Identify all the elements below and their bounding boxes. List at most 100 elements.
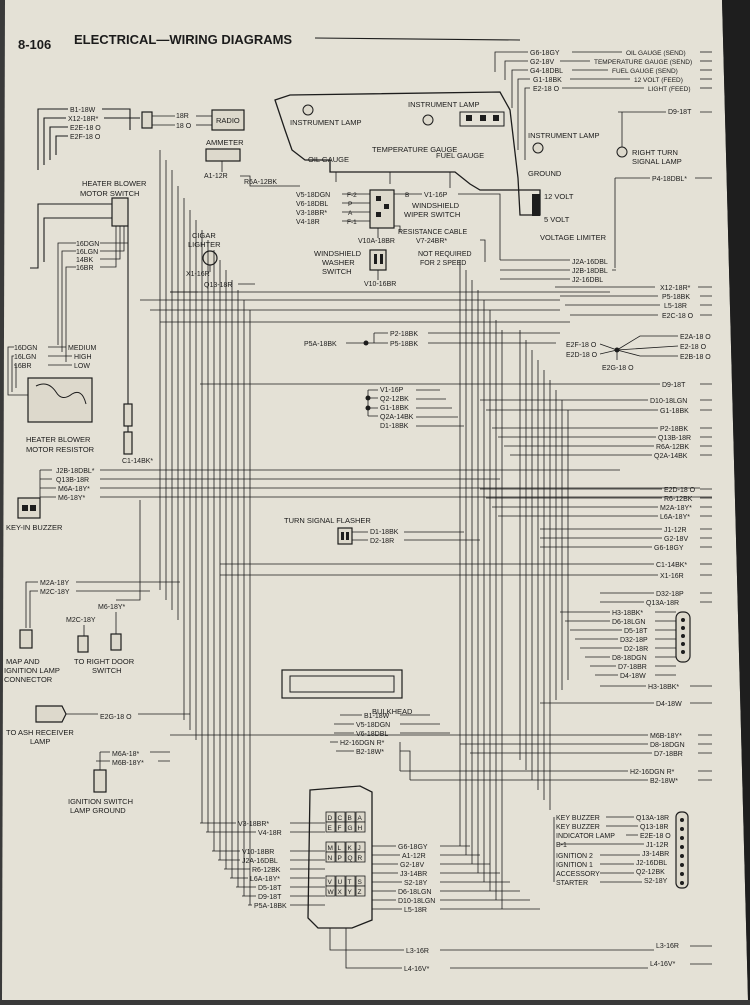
ign-pin-letter: N xyxy=(328,855,333,862)
ignition-switch: KEY BUZZER KEY BUZZER INDICATOR LAMP B-1… xyxy=(553,811,689,889)
ign-pin-letter: Q xyxy=(348,855,353,862)
cluster-lamp-top: INSTRUMENT LAMP xyxy=(408,100,480,109)
temp-gauge-label: TEMPERATURE GAUGE xyxy=(372,145,457,154)
resistor-label-1: HEATER BLOWER xyxy=(26,435,91,444)
radio-box xyxy=(211,109,245,131)
wiper-term-b: B xyxy=(405,192,409,199)
wire-16lgn: 16LGN xyxy=(76,249,98,256)
is-label-1: KEY BUZZER xyxy=(556,824,600,831)
ign-pin-letter: C xyxy=(338,815,343,822)
bottom-right-l3: L3-16R xyxy=(656,943,679,950)
il-j2a: J2A-16DBL xyxy=(242,858,278,865)
rl-d7: D7-18BR xyxy=(654,751,683,758)
is-wire-5: J2-16DBL xyxy=(636,860,667,867)
cluster-lamp-left: INSTRUMENT LAMP xyxy=(290,118,362,127)
map-lamp: M2A-18Y M2C-18Y M2C-18Y MAP AND IGNITION… xyxy=(4,580,180,684)
wiper-label-1: WINDSHIELD xyxy=(412,201,460,210)
washer-label-3: SWITCH xyxy=(322,267,352,276)
turn-flasher-label: TURN SIGNAL FLASHER xyxy=(284,516,371,525)
ign-pin-letter: M xyxy=(328,845,333,852)
ign-pin-cell xyxy=(335,885,346,897)
flasher-wire-d2: D2-18R xyxy=(370,538,394,545)
door-wire-m6: M6-18Y* xyxy=(98,604,126,611)
resistor-label-2: MOTOR RESISTOR xyxy=(26,445,95,454)
volt12-label: 12 VOLT xyxy=(544,192,574,201)
radio-wire-18o: 18 O xyxy=(176,123,192,130)
ignition-lamp-ground: M6A-18* M6B-18Y* IGNITION SWITCH LAMP GR… xyxy=(68,751,170,815)
wire-g4: G4-18DBL xyxy=(530,68,563,75)
ign-lamp-label-2: LAMP GROUND xyxy=(70,806,126,815)
cigar-label-2: LIGHTER xyxy=(188,240,221,249)
rl-b2: B2-18W* xyxy=(650,778,678,785)
wire-x1-b: X1-16R xyxy=(660,573,684,580)
oil-gauge-label: OIL GAUGE xyxy=(308,155,349,164)
ign-pin-letter: G xyxy=(348,825,353,832)
rc-d4: D4-18W xyxy=(620,673,646,680)
right-list-a: D9-18T D10-18LGN G1-18BK P2-18BK Q13B-18… xyxy=(200,382,712,460)
wire-v1-g: V1-16P xyxy=(380,387,404,394)
is-wire-6: Q2-12BK xyxy=(636,869,665,876)
washer-switch: WINDSHIELD WASHER SWITCH V10-16BR xyxy=(314,249,396,288)
ign-pin-cell xyxy=(355,821,366,833)
il-l6a: L6A-18Y* xyxy=(250,876,280,883)
wire-x12-right: X12-18R* xyxy=(660,285,691,292)
ign-pin-cell xyxy=(335,851,346,863)
is-wire-0: Q13A-18R xyxy=(636,815,669,822)
ign-pin-letter: E xyxy=(328,825,333,832)
is-label-6: ACCESSORY xyxy=(556,871,600,878)
wire-e2: E2-18 O xyxy=(533,86,560,93)
left-mid-wires: J2B-18DBL* Q13B-18R M6A-18Y* M6-18Y* KEY… xyxy=(6,468,712,532)
wire-e2: E2-18 O xyxy=(680,344,707,351)
wire-j2b-left: J2B-18DBL* xyxy=(56,468,95,475)
ign-right-wires: G6-18GY A1-12R G2-18V J3-14BR S2-18Y D6-… xyxy=(372,844,540,914)
it-v5: V5-18DGN xyxy=(356,722,390,729)
wire-16dgn: 16DGN xyxy=(76,241,99,248)
ign-pin-cell xyxy=(325,885,336,897)
fuse-upper xyxy=(123,403,133,427)
wire-d10-mid: D10-18LGN xyxy=(650,398,687,405)
is-label-4: IGNITION 2 xyxy=(556,853,593,860)
map-lamp-label-2: IGNITION LAMP xyxy=(4,666,60,675)
wire-q13: Q13-18R xyxy=(204,282,232,289)
wiper-term-a: A xyxy=(348,210,353,217)
ign-pin-letter: X xyxy=(338,889,343,896)
wire-14bk: 14BK xyxy=(76,257,93,264)
ir-g2: G2-18V xyxy=(400,862,424,869)
wire-g6-b: G6-18GY xyxy=(654,545,684,552)
ash-label-2: LAMP xyxy=(30,737,50,746)
cigar-lighter: CIGAR LIGHTER X1-16R Q13-18R xyxy=(170,231,255,293)
ign-pin-letter: T xyxy=(348,879,352,886)
cluster-lamp-right: INSTRUMENT LAMP xyxy=(528,131,600,140)
fuel-gauge-label: FUEL GAUGE xyxy=(436,151,484,160)
wire-q2a-g: Q2A-14BK xyxy=(380,414,414,421)
ir-g6: G6-18GY xyxy=(398,844,428,851)
wire-p5a: P5A-18BK xyxy=(304,341,337,348)
res-wire-16dgn: 16DGN xyxy=(14,345,37,352)
ir-j3: J3-14BR xyxy=(400,871,427,878)
ign-pin-letter: R xyxy=(358,855,363,862)
ir-a1: A1-12R xyxy=(402,853,426,860)
is-label-2: INDICATOR LAMP xyxy=(556,833,615,840)
washer-label-1: WINDSHIELD xyxy=(314,249,362,258)
right-turn-label-2: SIGNAL LAMP xyxy=(632,157,682,166)
il-r6: R6-12BK xyxy=(252,867,281,874)
ign-pin-letter: V xyxy=(328,879,333,886)
wire-p4: P4-18DBL* xyxy=(652,176,687,183)
wire-x1: X1-16R xyxy=(186,271,210,278)
ign-pin-letter: A xyxy=(358,815,363,822)
left-top-wires: B1-18W X12-18R* E2E-18 O E2F-18 O 18R 18… xyxy=(37,107,245,170)
wire-g2: G2-18V xyxy=(530,59,554,66)
rl-m6b: M6B-18Y* xyxy=(650,733,682,740)
right-mid-wires: J2A-16DBL J2B-18DBL J2-16DBL X12-18R* P5… xyxy=(500,259,712,320)
ign-lamp-wire-m6a: M6A-18* xyxy=(112,751,140,758)
ign-pin-cell xyxy=(345,821,356,833)
speed-low: LOW xyxy=(74,363,90,370)
radio-connector xyxy=(141,111,153,129)
dest-12v: 12 VOLT (FEED) xyxy=(634,77,683,84)
ir-s2: S2-18Y xyxy=(404,880,428,887)
it-b2: B2-18W* xyxy=(356,749,384,756)
wire-j1-b: J1-12R xyxy=(664,527,687,534)
is-label-5: IGNITION 1 xyxy=(556,862,593,869)
wire-e2b: E2B-18 O xyxy=(680,354,711,361)
right-list-b: E2D-18 O R6-12BK M2A-18Y* L6A-18Y* J1-12… xyxy=(220,487,712,607)
